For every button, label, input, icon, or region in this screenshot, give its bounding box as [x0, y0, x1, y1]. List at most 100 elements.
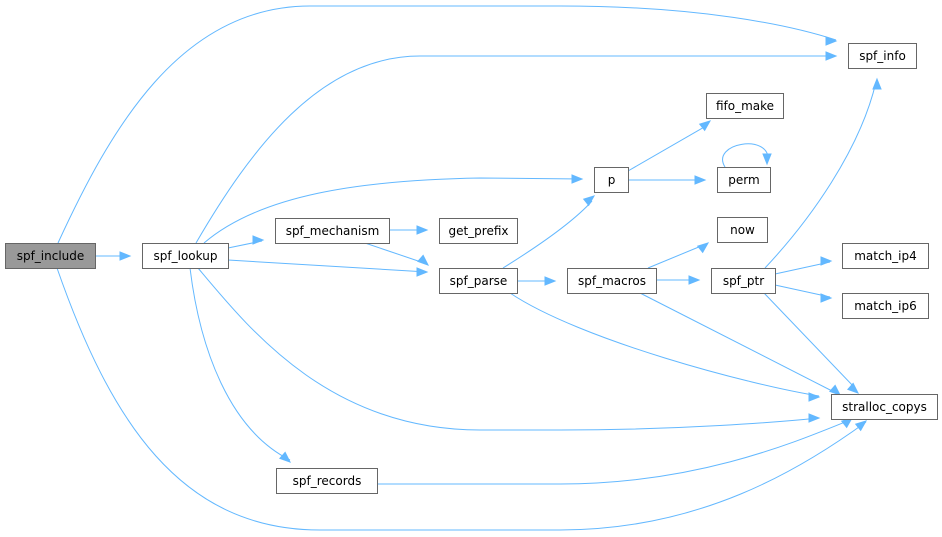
- node-match-ip6[interactable]: match_ip6: [842, 293, 929, 319]
- node-label: spf_parse: [450, 274, 508, 288]
- node-box: [842, 293, 929, 319]
- node-label: spf_macros: [578, 274, 646, 288]
- node-stralloc-copys[interactable]: stralloc_copys: [831, 394, 938, 420]
- edge-line: [56, 267, 867, 531]
- edge-line: [647, 243, 707, 269]
- node-box: [848, 43, 917, 69]
- edge-spf_macros-to-now: [647, 242, 710, 269]
- node-p[interactable]: p: [594, 167, 629, 193]
- arrowhead-icon: [544, 276, 557, 286]
- arrowhead-icon: [854, 420, 868, 432]
- node-label: spf_ptr: [723, 274, 764, 288]
- edge-spf_macros-to-spf_ptr: [656, 275, 701, 285]
- arrowhead-icon: [416, 254, 430, 266]
- arrowhead-icon: [694, 175, 707, 185]
- arrowhead-icon: [571, 174, 584, 184]
- node-box: [276, 468, 378, 494]
- edge-spf_lookup-to-spf_mechanism: [227, 235, 265, 249]
- node-spf-mechanism[interactable]: spf_mechanism: [275, 218, 390, 244]
- arrowhead-icon: [696, 242, 710, 254]
- node-spf-include[interactable]: spf_include: [5, 243, 96, 269]
- node-box: [711, 268, 776, 294]
- arrowhead-icon: [698, 120, 712, 132]
- edge-spf_parse-to-p: [502, 195, 596, 269]
- arrowhead-icon: [808, 392, 821, 402]
- node-now[interactable]: now: [717, 217, 768, 243]
- arrowhead-icon: [688, 275, 701, 285]
- node-spf-records[interactable]: spf_records: [276, 468, 378, 494]
- arrowhead-icon: [416, 267, 429, 277]
- arrowhead-icon: [828, 384, 842, 396]
- edge-p-to-perm: [628, 175, 707, 185]
- edge-perm-to-perm: [722, 143, 772, 168]
- node-box: [5, 243, 96, 269]
- edge-line: [722, 143, 769, 168]
- node-label: spf_lookup: [154, 249, 218, 263]
- node-label: p: [608, 173, 616, 187]
- node-fifo-make[interactable]: fifo_make: [706, 93, 784, 119]
- edge-line: [639, 292, 839, 395]
- edge-p-to-fifo_make: [627, 120, 712, 172]
- node-perm[interactable]: perm: [717, 167, 771, 193]
- node-box: [717, 217, 768, 243]
- node-box: [831, 394, 938, 420]
- edge-spf_lookup-to-stralloc_copys: [197, 267, 821, 431]
- node-label: perm: [728, 173, 759, 187]
- arrowhead-icon: [825, 51, 838, 61]
- edge-spf_macros-to-stralloc_copys: [639, 292, 842, 396]
- node-spf-info[interactable]: spf_info: [848, 43, 917, 69]
- edge-spf_lookup-to-p: [203, 174, 584, 244]
- edge-spf_lookup-to-spf_records: [189, 267, 292, 463]
- node-label: match_ip6: [854, 299, 917, 313]
- node-label: spf_info: [859, 49, 906, 63]
- edge-spf_lookup-to-spf_parse: [227, 259, 429, 277]
- edge-line: [509, 292, 820, 397]
- node-label: fifo_make: [716, 99, 774, 113]
- arrowhead-icon: [808, 413, 821, 423]
- edge-spf_include-to-stralloc_copys: [56, 267, 868, 531]
- edge-spf_lookup-to-spf_info: [195, 51, 838, 244]
- arrowhead-icon: [252, 235, 265, 245]
- edge-line: [203, 177, 583, 244]
- node-label: spf_mechanism: [286, 224, 380, 238]
- arrowhead-icon: [825, 36, 838, 46]
- node-label: stralloc_copys: [842, 400, 927, 414]
- node-spf-lookup[interactable]: spf_lookup: [142, 243, 229, 269]
- edge-line: [364, 242, 428, 265]
- node-spf-ptr[interactable]: spf_ptr: [711, 268, 776, 294]
- edges-layer: [56, 5, 882, 531]
- arrowhead-icon: [278, 451, 292, 463]
- edge-spf_ptr-to-match_ip4: [774, 256, 833, 275]
- node-box: [594, 167, 629, 193]
- edge-spf_records-to-stralloc_copys: [377, 417, 854, 485]
- edge-spf_ptr-to-stralloc_copys: [763, 292, 860, 394]
- edge-spf_parse-to-spf_macros: [517, 276, 557, 286]
- node-get-prefix[interactable]: get_prefix: [439, 218, 518, 244]
- edge-line: [627, 125, 707, 172]
- edge-line: [764, 81, 877, 269]
- edge-line: [189, 267, 291, 461]
- arrowhead-icon: [820, 256, 833, 266]
- edge-line: [197, 267, 820, 431]
- node-box: [717, 167, 771, 193]
- node-box: [439, 218, 518, 244]
- node-match-ip4[interactable]: match_ip4: [842, 243, 929, 269]
- edge-spf_mechanism-to-get_prefix: [389, 225, 429, 235]
- node-spf-macros[interactable]: spf_macros: [567, 268, 657, 294]
- node-spf-parse[interactable]: spf_parse: [439, 268, 518, 294]
- edge-line: [57, 5, 837, 244]
- node-box: [142, 243, 229, 269]
- edge-spf_ptr-to-match_ip6: [774, 284, 833, 303]
- node-label: spf_records: [293, 474, 362, 488]
- edge-line: [377, 419, 851, 485]
- arrowhead-icon: [872, 77, 882, 90]
- arrowhead-icon: [846, 382, 860, 394]
- arrowhead-icon: [119, 251, 132, 261]
- edge-line: [227, 259, 428, 273]
- arrowhead-icon: [820, 293, 833, 303]
- node-label: spf_include: [17, 249, 85, 263]
- node-label: get_prefix: [448, 224, 508, 238]
- node-label: match_ip4: [854, 249, 917, 263]
